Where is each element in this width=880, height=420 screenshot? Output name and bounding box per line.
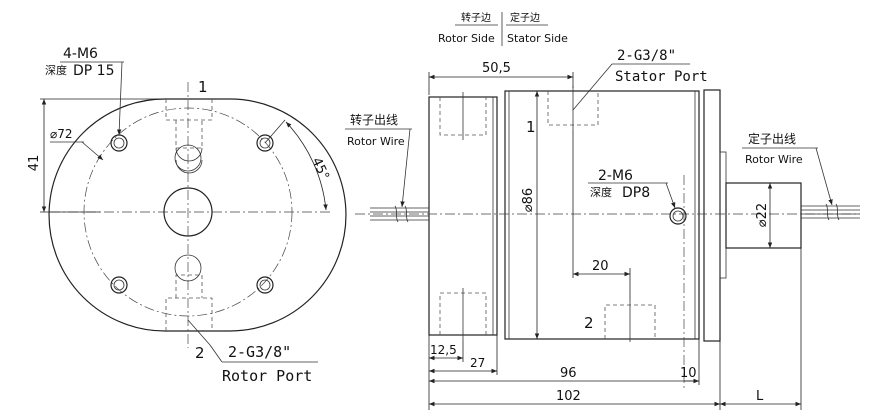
- mounting-hole: [256, 134, 274, 152]
- angle-text: 45°: [308, 155, 331, 182]
- dim-12-5: 12,5: [430, 343, 457, 357]
- stator-wire-cn: 定子出线: [748, 131, 796, 146]
- center-bore: [163, 187, 213, 237]
- dim-20: 20: [592, 259, 609, 274]
- side-view: 转子边 Rotor Side 定子边 Stator Side: [345, 11, 860, 410]
- rotor-wire-en: Rotor Wire: [347, 135, 405, 148]
- dim-dia86: ⌀86: [521, 188, 536, 212]
- hole-callout: 2-M6: [598, 168, 633, 184]
- dim-dia22: ⌀22: [755, 203, 770, 227]
- right-flange: [703, 89, 721, 342]
- stator-port-label: Stator Port: [615, 69, 708, 85]
- stator-side-en: Stator Side: [507, 32, 568, 45]
- side-threaded-hole: [669, 207, 687, 225]
- dim-10: 10: [680, 366, 697, 381]
- mounting-hole: [110, 134, 128, 152]
- dim-L: L: [756, 389, 764, 404]
- hole-depth-label: 深度: [590, 185, 612, 199]
- rotor-port-bottom: [165, 254, 213, 331]
- hole-depth-value: DP8: [622, 185, 650, 201]
- front-outer-body: [48, 98, 347, 332]
- side-port1-label: 1: [526, 118, 536, 136]
- port2-label: 2: [195, 344, 205, 362]
- height-dim-text: 41: [27, 155, 42, 172]
- mounting-hole: [110, 276, 128, 294]
- rotor-side-en: Rotor Side: [438, 32, 495, 45]
- rotor-side-cn: 转子边: [461, 11, 491, 24]
- rotor-port-code: 2-G3/8": [228, 343, 291, 361]
- port1-label: 1: [198, 78, 208, 96]
- dim-27: 27: [470, 356, 485, 370]
- rotor-wire-cn: 转子出线: [350, 112, 398, 127]
- stator-shaft: [725, 182, 802, 249]
- mounting-hole: [256, 276, 274, 294]
- pcd-text: ⌀72: [50, 127, 73, 141]
- stator-wire-en: Rotor Wire: [745, 153, 803, 166]
- stator-side-cn: 定子边: [510, 11, 540, 24]
- thread-callout: 4-M6: [63, 46, 98, 62]
- rotor-wires: [370, 205, 429, 223]
- side-port2-label: 2: [584, 314, 594, 332]
- rotor-port-top: [165, 99, 213, 174]
- stator-port-code: 2-G3/8": [617, 48, 676, 64]
- depth-label: 深度: [45, 63, 67, 77]
- dim-96: 96: [560, 366, 577, 381]
- rotor-port-label: Rotor Port: [222, 367, 312, 385]
- stator-wires: [801, 203, 860, 221]
- dim-50-5: 50,5: [482, 61, 511, 76]
- front-view: 41 4-M6 深度 DP 15 ⌀72 45° 1 2 2-G3/8" Rot…: [27, 46, 347, 385]
- depth-value: DP 15: [73, 63, 115, 79]
- stator-body: [504, 90, 700, 340]
- dim-102: 102: [556, 389, 581, 404]
